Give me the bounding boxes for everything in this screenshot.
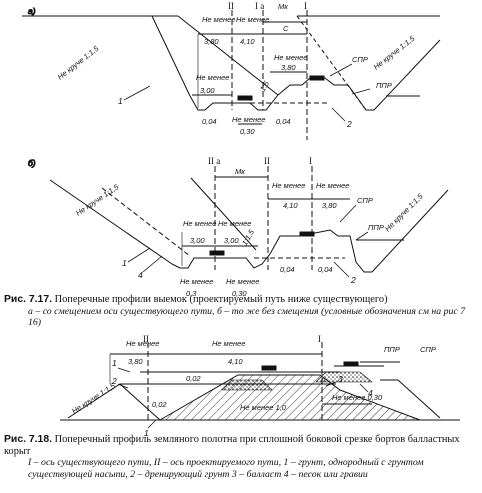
slope-label-left-a: Не круче 1:1,5 — [56, 43, 101, 81]
svg-text:0,3: 0,3 — [186, 289, 197, 298]
caption-fig-7-18: Рис. 7.18. Поперечный профиль земляного … — [4, 434, 478, 480]
caption-fig-7-18-sub: I – ось существующего пути, II – ось про… — [28, 457, 424, 480]
spr-label-b: СПР — [357, 196, 373, 205]
slope-label-right-a: Не круче 1:1,5 — [372, 33, 417, 71]
svg-text:4: 4 — [368, 388, 373, 398]
svg-text:Не менее: Не менее — [226, 277, 259, 286]
axis-label-Ia-a: I а — [255, 1, 264, 11]
svg-text:0,02: 0,02 — [152, 400, 167, 409]
caption-fig-7-17-sub: а – со смещением оси существующего пути,… — [28, 305, 466, 329]
svg-text:Не менее: Не менее — [232, 115, 265, 124]
left-slope-b — [49, 179, 173, 265]
figure-a: a) — [22, 6, 441, 140]
svg-text:Не менее: Не менее — [274, 53, 307, 62]
svg-text:Не менее: Не менее — [316, 181, 349, 190]
axis-label-II-c: II — [143, 334, 149, 344]
ppr-label-b: ППР — [368, 223, 384, 232]
axis-label-II-b: II — [264, 156, 270, 166]
svg-text:4: 4 — [138, 270, 143, 280]
svg-text:1: 1 — [112, 358, 117, 368]
svg-text:2: 2 — [350, 275, 356, 285]
not-less-1-c: Не менее 1,0 — [240, 403, 287, 412]
slope-label-c: Не круче 1:1,5 — [70, 381, 117, 416]
ppr-label-c: ППР — [384, 345, 400, 354]
svg-text:0,04: 0,04 — [280, 265, 295, 274]
svg-text:3,80: 3,80 — [204, 37, 219, 46]
slope-label-right-b: Не круче 1:1,5 — [383, 191, 425, 233]
caption-fig-7-18-title: Поперечный профиль земляного полотна при… — [4, 434, 460, 457]
svg-text:Не менее: Не менее — [126, 339, 159, 348]
right-slope-b — [371, 189, 449, 273]
svg-text:1: 1 — [122, 258, 127, 268]
svg-text:1:1,5: 1:1,5 — [240, 227, 257, 247]
svg-text:4,10: 4,10 — [240, 37, 255, 46]
c-label-a: С — [283, 24, 289, 33]
svg-text:2: 2 — [346, 119, 352, 129]
svg-text:3,80: 3,80 — [322, 201, 337, 210]
figure-a-labels: Не круче 1:1,5 Не круче 1:1,5 II I а Mк … — [56, 1, 417, 136]
svg-text:3,00: 3,00 — [224, 236, 239, 245]
svg-text:Не менее: Не менее — [183, 219, 216, 228]
svg-text:3,00: 3,00 — [190, 236, 205, 245]
svg-text:Не менее: Не менее — [180, 277, 213, 286]
svg-text:2: 2 — [111, 376, 117, 386]
caption-fig-7-17-title: Поперечные профили выемок (проектируемый… — [54, 294, 388, 305]
svg-text:Не менее: Не менее — [218, 219, 251, 228]
svg-text:0,30: 0,30 — [240, 127, 255, 136]
caption-fig-7-18-number: Рис. 7.18. — [4, 434, 52, 445]
svg-text:Не менее: Не менее — [196, 73, 229, 82]
svg-text:4,10: 4,10 — [283, 201, 298, 210]
spr-label-a: СПР — [352, 55, 368, 64]
svg-text:3: 3 — [338, 374, 343, 384]
figure-c — [60, 342, 460, 429]
svg-text:3,80: 3,80 — [281, 63, 296, 72]
mk-label-b: Mк — [235, 167, 245, 176]
svg-text:1: 1 — [144, 428, 149, 438]
svg-text:0,02: 0,02 — [186, 374, 201, 383]
panel-label-a: a) — [28, 6, 36, 16]
spr-label-c: СПР — [420, 345, 436, 354]
not-less-030-c: Не менее 0,30 — [332, 393, 383, 402]
svg-text:3,00: 3,00 — [200, 86, 215, 95]
axis-label-IIa-b: II а — [208, 156, 220, 166]
svg-text:4,10: 4,10 — [228, 357, 243, 366]
axis-label-II-a: II — [228, 1, 234, 11]
axis-label-I-a: I — [304, 1, 307, 11]
svg-text:0,04: 0,04 — [276, 117, 291, 126]
svg-text:1: 1 — [118, 96, 123, 106]
left-slope-a — [177, 15, 279, 96]
svg-text:Не менее: Не менее — [202, 15, 235, 24]
mk-label-a: Mк — [278, 2, 288, 11]
caption-fig-7-17: Рис. 7.17. Поперечные профили выемок (пр… — [4, 294, 478, 329]
cut-bottom-b — [171, 229, 372, 273]
axis-label-I-c: I — [318, 334, 321, 344]
svg-text:0,04: 0,04 — [318, 265, 333, 274]
svg-text:Не менее: Не менее — [272, 181, 305, 190]
svg-text:0,04: 0,04 — [202, 117, 217, 126]
svg-text:0,30: 0,30 — [232, 289, 247, 298]
svg-text:3,80: 3,80 — [128, 357, 143, 366]
caption-fig-7-17-number: Рис. 7.17. — [4, 294, 52, 305]
axis-label-I-b: I — [309, 156, 312, 166]
panel-label-b: б) — [28, 158, 36, 168]
svg-text:Не менее: Не менее — [236, 15, 269, 24]
figure-b: б) — [28, 158, 449, 278]
svg-text:Не менее: Не менее — [212, 339, 245, 348]
ppr-label-a: ППР — [376, 81, 392, 90]
